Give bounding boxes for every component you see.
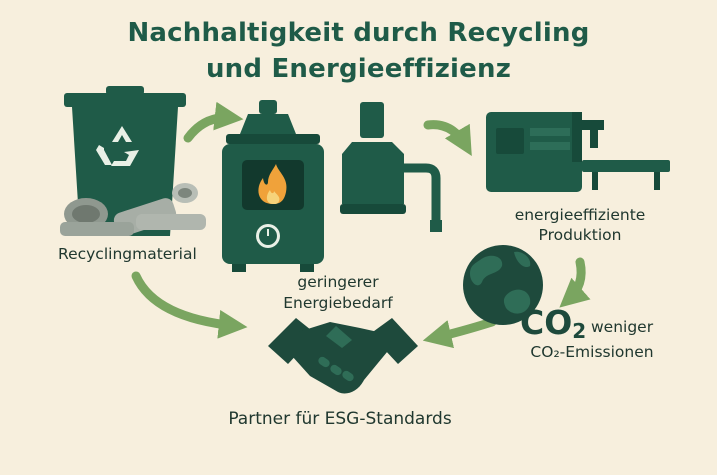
scrap-metal-icon (60, 183, 206, 236)
production-machine-icon (486, 112, 670, 192)
label-co2-line-2: CO₂-Emissionen (530, 343, 654, 361)
co2-symbol: CO2 (520, 305, 586, 349)
arrow-bin-to-furnace (183, 101, 244, 143)
label-recyclingmaterial: Recyclingmaterial (58, 245, 197, 263)
label-furnace-line-2: Energiebedarf (283, 294, 393, 312)
label-co2-line-1: weniger (591, 318, 654, 336)
co2-symbol-sub: 2 (572, 319, 587, 343)
label-furnace-line-1: geringerer (297, 273, 379, 291)
co2-symbol-main: CO (520, 303, 573, 342)
title-line-2: und Energieeffizienz (205, 54, 512, 84)
arrow-production-to-co2 (559, 257, 591, 308)
arrow-co2-to-partner (422, 317, 497, 349)
pump-icon (340, 102, 442, 232)
handshake-icon (268, 318, 418, 394)
title-line-1: Nachhaltigkeit durch Recycling (127, 18, 590, 48)
arrow-recycling-to-partner (131, 271, 248, 339)
flow-arrows (131, 101, 591, 349)
label-production-line-2: Produktion (538, 226, 622, 244)
furnace-icon (222, 100, 324, 272)
label-partner: Partner für ESG-Standards (228, 409, 452, 429)
arrow-pump-to-machine (423, 120, 472, 156)
globe-icon (463, 245, 543, 325)
label-production-line-1: energieeffiziente (514, 206, 646, 224)
recycling-bin-icon (60, 86, 206, 236)
